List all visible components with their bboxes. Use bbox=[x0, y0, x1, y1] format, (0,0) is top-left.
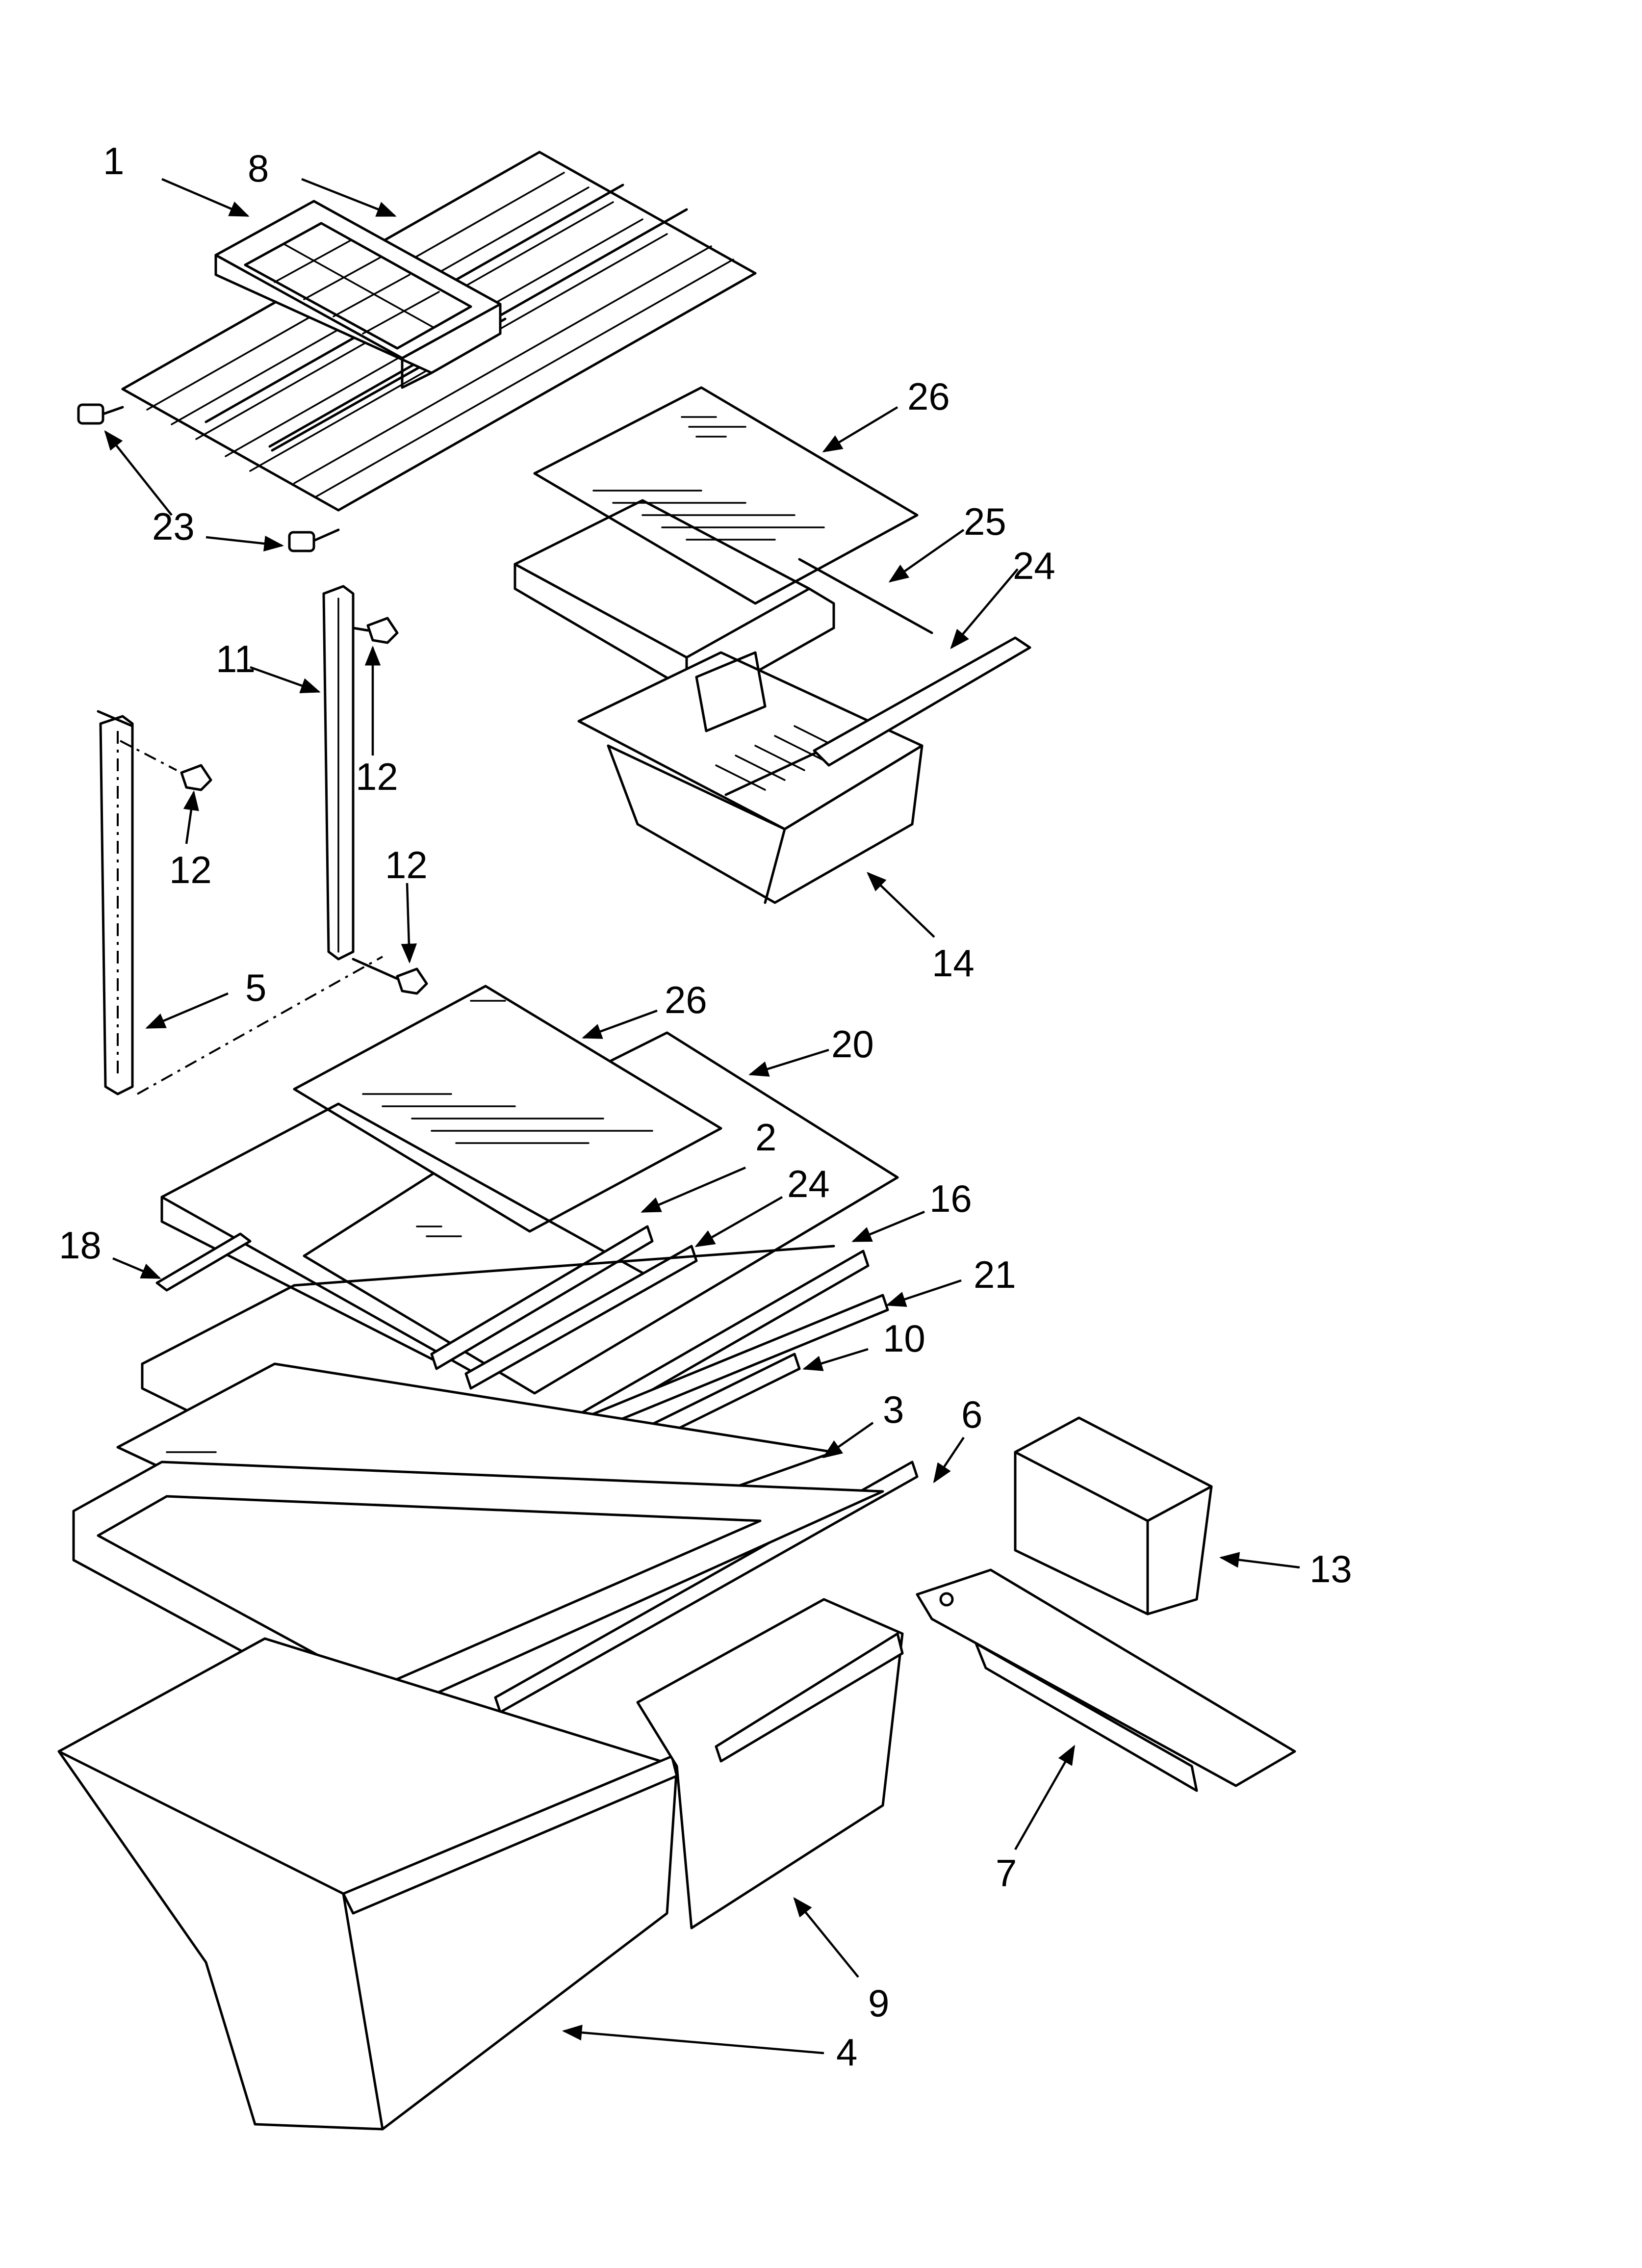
label-part-13: 13 bbox=[1309, 1547, 1352, 1590]
label-part-18: 18 bbox=[59, 1224, 102, 1267]
label-part-12-lower: 12 bbox=[385, 843, 428, 886]
label-part-11: 11 bbox=[216, 637, 256, 680]
label-part-4: 4 bbox=[836, 2031, 857, 2074]
label-part-24-upper: 24 bbox=[1013, 544, 1055, 587]
label-part-2: 2 bbox=[755, 1116, 776, 1159]
crisper-drawer-right bbox=[636, 1598, 904, 1929]
shelf-front-trim bbox=[155, 1232, 252, 1292]
shelf-support-pin-lower bbox=[288, 528, 340, 552]
label-part-9: 9 bbox=[868, 1981, 889, 2025]
shelf-support-pin-upper bbox=[77, 403, 124, 425]
shelf-rail bbox=[464, 1245, 698, 1390]
label-part-26-middle: 26 bbox=[665, 978, 707, 1021]
label-part-1: 1 bbox=[103, 139, 124, 182]
upper-glass-shelf bbox=[533, 386, 919, 605]
label-part-24-lower: 24 bbox=[787, 1162, 830, 1205]
label-part-7: 7 bbox=[996, 1851, 1017, 1895]
screw-upper-right bbox=[352, 617, 399, 644]
ice-cube-tray bbox=[214, 200, 502, 389]
crisper-drawer-left bbox=[57, 1637, 678, 2131]
part-number-labels: 1 8 23 26 25 24 11 12 12 12 14 5 26 20 2… bbox=[59, 139, 1352, 2074]
label-part-25: 25 bbox=[964, 500, 1006, 543]
label-part-6: 6 bbox=[961, 1393, 982, 1436]
leader-lines bbox=[104, 178, 1300, 2055]
right-shelf-upright bbox=[322, 585, 355, 961]
drawer-slide-rail bbox=[916, 1568, 1296, 1792]
label-part-5: 5 bbox=[245, 966, 266, 1009]
lower-shelf-panel bbox=[303, 1031, 899, 1395]
screw-left bbox=[180, 764, 212, 791]
middle-glass-shelf bbox=[293, 985, 722, 1233]
dairy-door-bin bbox=[1014, 1416, 1213, 1616]
drawer-cover-rail bbox=[813, 636, 1031, 767]
label-part-8: 8 bbox=[248, 147, 269, 190]
label-part-23: 23 bbox=[152, 505, 195, 548]
left-shelf-upright bbox=[97, 710, 134, 1095]
label-part-12-left: 12 bbox=[169, 848, 212, 891]
label-part-12-right: 12 bbox=[356, 755, 398, 798]
screw-lower-right bbox=[352, 958, 428, 995]
label-part-3: 3 bbox=[883, 1388, 904, 1431]
label-part-21: 21 bbox=[974, 1253, 1016, 1296]
label-part-26-upper: 26 bbox=[907, 375, 950, 418]
label-part-16: 16 bbox=[929, 1177, 972, 1220]
label-part-14: 14 bbox=[932, 941, 975, 985]
label-part-10: 10 bbox=[883, 1317, 925, 1360]
label-part-20: 20 bbox=[831, 1022, 874, 1066]
meat-drawer bbox=[577, 651, 924, 904]
upper-shelf-frame bbox=[513, 499, 933, 708]
